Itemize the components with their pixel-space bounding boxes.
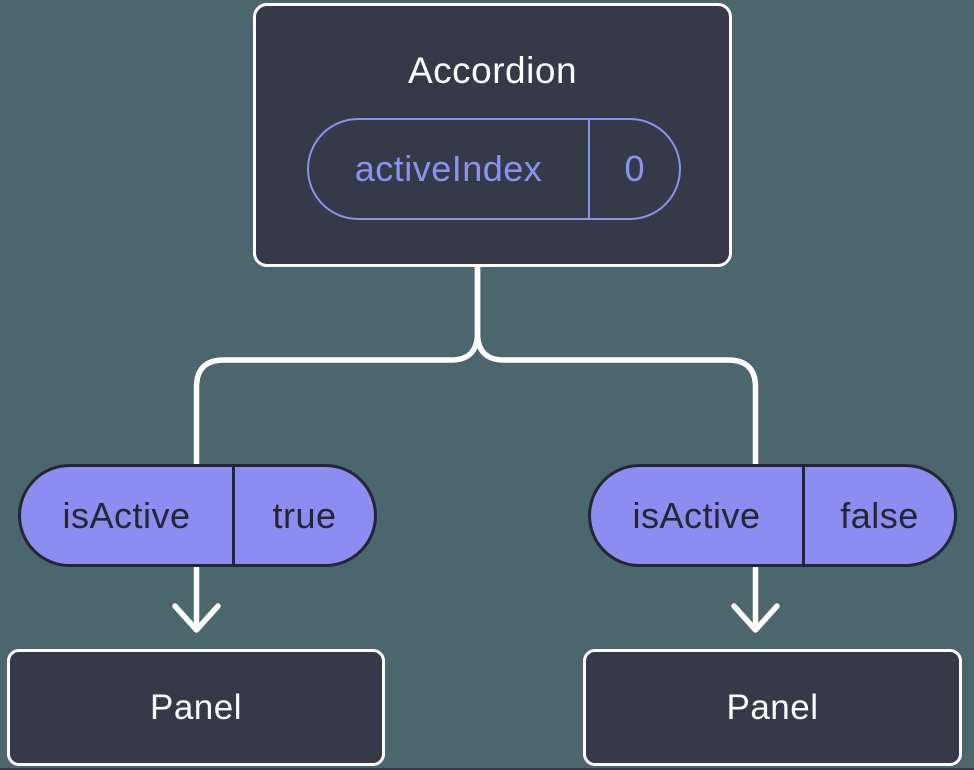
arrow-down-left-icon — [172, 565, 221, 633]
prop-name-label: isActive — [591, 467, 805, 564]
panel-component-box-right: Panel — [583, 649, 962, 766]
state-pill: activeIndex 0 — [307, 118, 681, 220]
panel-title: Panel — [726, 687, 819, 727]
prop-pill-left: isActive true — [18, 464, 377, 567]
arrow-down-right-icon — [731, 565, 780, 633]
tree-connector-right — [474, 262, 759, 466]
tree-connector-left — [193, 262, 481, 466]
prop-name-label: isActive — [21, 467, 235, 564]
prop-value-label: false — [840, 494, 919, 536]
state-name-label: activeIndex — [309, 120, 590, 218]
component-title: Accordion — [407, 50, 578, 91]
bottom-edge-strip — [0, 768, 974, 770]
prop-pill-right: isActive false — [588, 464, 957, 567]
prop-value-label: true — [272, 494, 337, 536]
accordion-component-box: Accordion activeIndex 0 — [253, 3, 732, 267]
state-value-label: 0 — [624, 148, 645, 189]
panel-title: Panel — [149, 687, 243, 727]
panel-component-box-left: Panel — [7, 649, 385, 766]
